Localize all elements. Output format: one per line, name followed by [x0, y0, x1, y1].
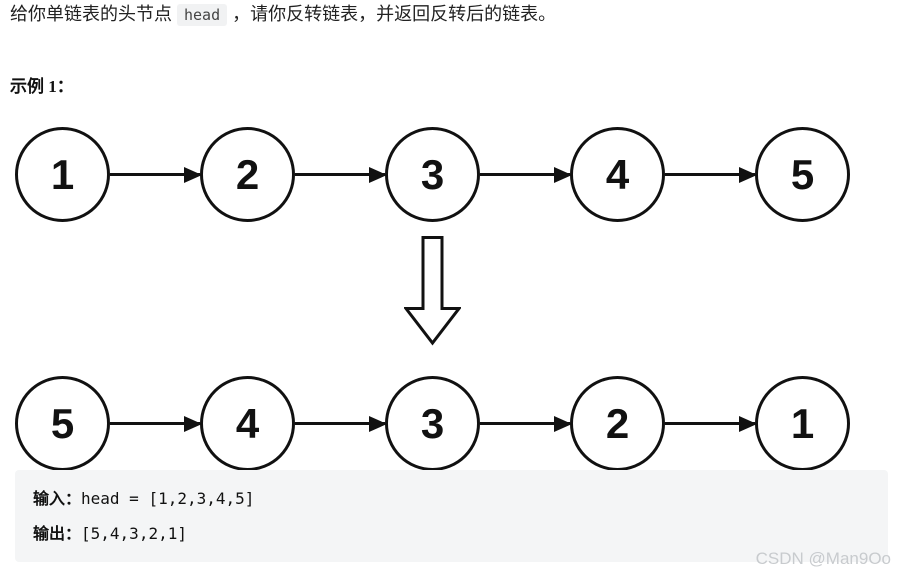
statement-text-before: 给你单链表的头节点 [10, 4, 172, 24]
next-pointer-arrow [295, 422, 385, 425]
arrow-down-outline-icon [402, 236, 463, 346]
output-value: [5,4,3,2,1] [81, 524, 187, 543]
list-node: 2 [200, 127, 295, 222]
list-node: 5 [15, 376, 110, 471]
next-pointer-arrow [665, 173, 755, 176]
list-node: 3 [385, 127, 480, 222]
example-heading: 示例 1： [10, 77, 74, 96]
next-pointer-arrow [480, 422, 570, 425]
list-node: 4 [200, 376, 295, 471]
input-label: 输入： [33, 491, 82, 508]
list-node: 5 [755, 127, 850, 222]
next-pointer-arrow [110, 422, 200, 425]
next-pointer-arrow [665, 422, 755, 425]
next-pointer-arrow [295, 173, 385, 176]
output-label: 输出： [33, 526, 82, 543]
inline-code-head: head [177, 4, 228, 26]
output-line: 输出：[5,4,3,2,1] [33, 517, 870, 552]
input-line: 输入：head = [1,2,3,4,5] [33, 482, 870, 517]
list-node: 3 [385, 376, 480, 471]
list-node: 1 [755, 376, 850, 471]
example-io-box: 输入：head = [1,2,3,4,5] 输出：[5,4,3,2,1] [15, 470, 888, 562]
csdn-watermark: CSDN @Man9Oo [755, 549, 891, 568]
list-node: 1 [15, 127, 110, 222]
input-value: head = [1,2,3,4,5] [81, 489, 255, 508]
list-node: 2 [570, 376, 665, 471]
next-pointer-arrow [480, 173, 570, 176]
next-pointer-arrow [110, 173, 200, 176]
list-node: 4 [570, 127, 665, 222]
statement-text-after: ，请你反转链表，并返回反转后的链表。 [232, 4, 557, 24]
